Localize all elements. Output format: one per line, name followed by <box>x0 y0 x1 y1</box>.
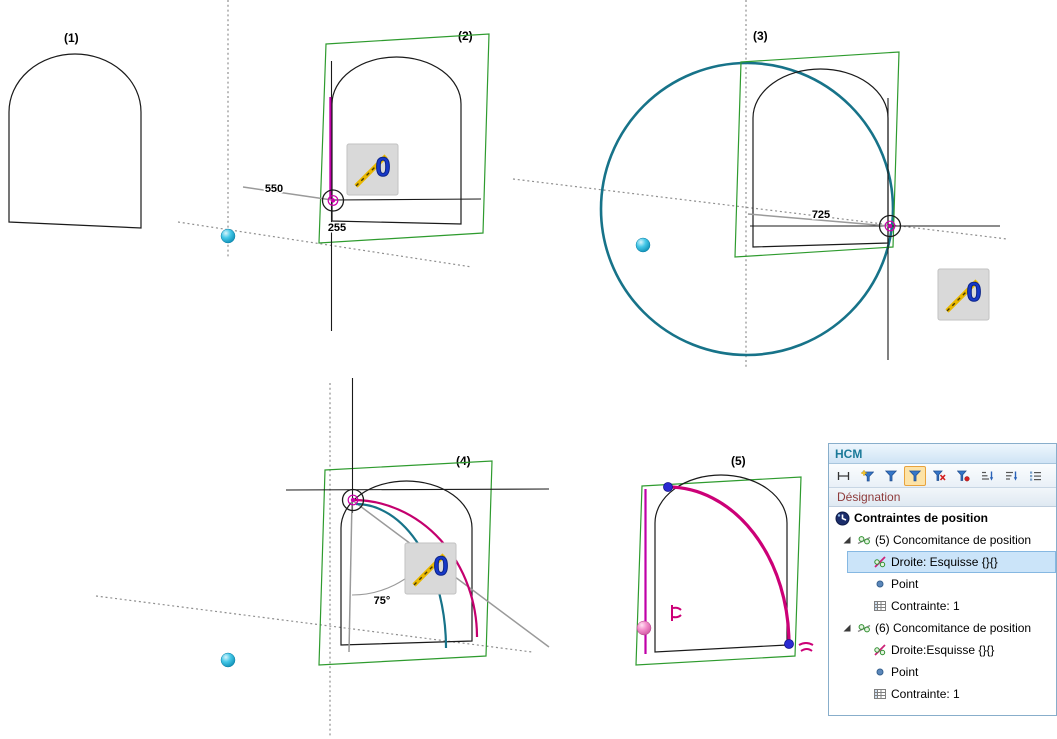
step-5-label: (5) <box>731 454 746 468</box>
coincidence-constraint-icon <box>857 621 871 635</box>
tree-item-constraints-group[interactable]: Contraintes de position <box>829 507 1056 529</box>
construction-axis-diagonal[interactable] <box>177 221 473 268</box>
point-entity-icon <box>873 665 887 679</box>
construction-axis-diagonal[interactable] <box>512 178 1008 240</box>
designation-column-header[interactable]: Désignation <box>829 488 1056 507</box>
measure-filter-icon[interactable] <box>832 466 854 486</box>
list-order-icon[interactable] <box>1024 466 1046 486</box>
dimension-75deg[interactable]: 75° <box>372 594 392 609</box>
profile-outline[interactable] <box>8 53 142 229</box>
hcm-toolbar <box>829 464 1056 488</box>
profile-outline[interactable] <box>654 474 788 653</box>
sketch-plane-rectangle[interactable] <box>635 476 802 666</box>
line-entity-icon <box>873 643 887 657</box>
pink-sphere-handle[interactable] <box>636 620 652 636</box>
line-entity-icon <box>873 555 887 569</box>
hcm-panel-title[interactable]: HCM <box>829 444 1056 464</box>
hcm-panel: HCM <box>828 443 1057 716</box>
tree-item-label: Droite:Esquisse {}{} <box>891 643 995 657</box>
tree-item-constraint-5[interactable]: (5) Concomitance de position <box>829 529 1056 551</box>
step-5-sketch: (5) <box>635 454 814 666</box>
sketch-plane-rectangle[interactable] <box>318 33 490 244</box>
profile-outline[interactable] <box>331 56 462 225</box>
tree-item-label: Droite: Esquisse {}{} <box>891 555 998 569</box>
tree-item-point-5[interactable]: Point <box>829 573 1056 595</box>
tree-item-point-6[interactable]: Point <box>829 661 1056 683</box>
filter-icon[interactable] <box>880 466 902 486</box>
constrained-arc[interactable] <box>667 485 791 645</box>
position-constraints-icon <box>835 511 850 526</box>
tree-item-label: Contrainte: 1 <box>891 599 960 613</box>
constraint-table-icon <box>873 687 887 701</box>
tree-item-droite-5[interactable]: Droite: Esquisse {}{} <box>847 551 1056 573</box>
endpoint-top[interactable] <box>663 482 673 492</box>
step-1-label: (1) <box>64 31 79 45</box>
constraint-glyph-right <box>798 642 814 652</box>
sketch-axis-horizontal[interactable] <box>332 198 482 201</box>
lock-zero-icon <box>938 269 989 320</box>
sketch-plane-rectangle[interactable] <box>734 51 900 258</box>
dimension-255[interactable]: 255 <box>326 221 347 236</box>
tree-item-contrainte-5[interactable]: Contrainte: 1 <box>829 595 1056 617</box>
sketch-plane-rectangle[interactable] <box>318 460 493 666</box>
constraint-table-icon <box>873 599 887 613</box>
sketch-axis-horizontal[interactable] <box>285 488 550 491</box>
tree-item-contrainte-6[interactable]: Contrainte: 1 <box>829 683 1056 705</box>
step-4-sketch: (4) 75° <box>95 378 550 737</box>
construction-circle[interactable] <box>599 61 895 357</box>
lock-zero-icon <box>347 144 398 195</box>
expand-triangle-icon[interactable] <box>843 624 853 632</box>
step-3-label: (3) <box>753 29 768 43</box>
step-4-label: (4) <box>456 454 471 468</box>
profile-outline[interactable] <box>340 480 473 646</box>
cyan-sphere-handle[interactable] <box>635 237 651 253</box>
filter-active-icon[interactable] <box>904 465 926 486</box>
dimension-550[interactable]: 550 <box>263 182 284 197</box>
tree-item-label: Contrainte: 1 <box>891 687 960 701</box>
sketch-arc-magenta[interactable] <box>352 498 479 638</box>
step-1-sketch: (1) <box>8 31 142 229</box>
step-2-sketch: (2) 550 255 <box>177 0 490 331</box>
tree-item-constraint-6[interactable]: (6) Concomitance de position <box>829 617 1056 639</box>
step-3-sketch: (3) 725 <box>512 0 1008 368</box>
profile-outline[interactable] <box>752 68 889 248</box>
tree-item-label: (5) Concomitance de position <box>875 533 1032 547</box>
cyan-sphere-handle[interactable] <box>220 652 236 668</box>
dimension-line[interactable] <box>747 213 890 227</box>
tree-item-label: Contraintes de position <box>854 511 989 525</box>
construction-axis-diagonal[interactable] <box>95 595 533 653</box>
dimension-line[interactable] <box>242 186 333 201</box>
lock-zero-icon <box>405 543 456 594</box>
expand-triangle-icon[interactable] <box>843 536 853 544</box>
endpoint-bottom[interactable] <box>784 639 794 649</box>
tree-item-label: Point <box>891 665 919 679</box>
dimension-725[interactable]: 725 <box>810 208 831 223</box>
filter-record-icon[interactable] <box>952 466 974 486</box>
cyan-sphere-handle[interactable] <box>220 228 236 244</box>
sort-ascending-icon[interactable] <box>976 466 998 486</box>
angle-reference-line[interactable] <box>348 499 353 653</box>
constraints-tree: Contraintes de position (5) Concomitance… <box>829 507 1056 715</box>
point-entity-icon <box>873 577 887 591</box>
tree-item-droite-6[interactable]: Droite:Esquisse {}{} <box>829 639 1056 661</box>
coincidence-constraint-icon <box>857 533 871 547</box>
sort-numbered-icon[interactable] <box>1000 466 1022 486</box>
tree-item-label: (6) Concomitance de position <box>875 621 1032 635</box>
filter-error-icon[interactable] <box>928 466 950 486</box>
constraint-glyph-left <box>671 605 682 621</box>
filter-add-icon[interactable] <box>856 466 878 486</box>
tree-item-label: Point <box>891 577 919 591</box>
